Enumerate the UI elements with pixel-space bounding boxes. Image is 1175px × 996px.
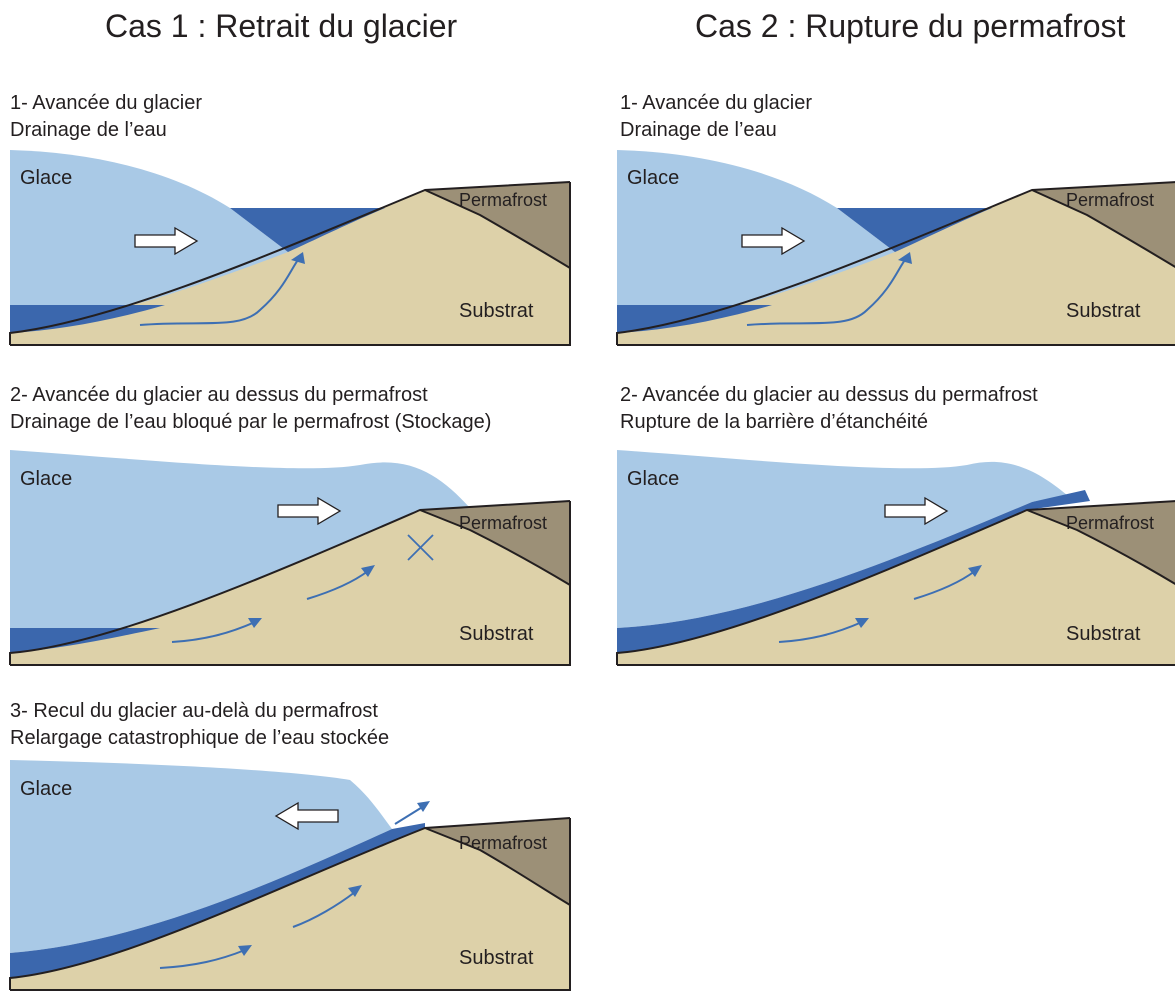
case1-step2-line1: 2- Avancée du glacier au dessus du perma… — [10, 384, 428, 406]
permafrost-layer — [420, 501, 570, 585]
advance-arrow — [884, 496, 949, 526]
ice-mass — [10, 450, 470, 653]
meltwater-release — [10, 823, 425, 978]
outline — [9, 181, 571, 346]
case2-step1-caption: 1- Avancée du glacier Drainage de l’eau — [620, 90, 812, 144]
ice-mass — [10, 150, 288, 305]
substrate-layer — [617, 510, 1175, 665]
ice-label: Glace — [627, 167, 679, 189]
case1-step3-caption: 3- Recul du glacier au-delà du permafros… — [10, 698, 389, 752]
substrate-label: Substrat — [459, 947, 534, 969]
outline — [616, 181, 1175, 346]
groundwater-flow-arrow — [746, 256, 908, 326]
case1-step3-line1: 3- Recul du glacier au-delà du permafros… — [10, 700, 378, 722]
substrate-layer — [10, 510, 570, 665]
case1-step2-line2: Drainage de l’eau bloqué par le permafro… — [10, 411, 492, 433]
case2-step2-diagram: Glace Permafrost Substrat — [616, 450, 1175, 666]
case2-step1-line1: 1- Avancée du glacier — [620, 92, 812, 114]
case2-step1-diagram: Glace Permafrost Substrat — [616, 150, 1175, 346]
outline — [9, 500, 571, 666]
advance-arrow — [741, 226, 806, 256]
permafrost-layer — [425, 818, 570, 905]
retreat-arrow — [274, 801, 339, 831]
case1-step2-caption: 2- Avancée du glacier au dessus du perma… — [10, 382, 491, 436]
ice-mass — [617, 450, 1067, 628]
blocked-drainage-cross-icon — [407, 534, 434, 561]
ice-label: Glace — [20, 468, 72, 490]
substrate-layer — [10, 828, 570, 990]
permafrost-label: Permafrost — [459, 513, 547, 533]
case1-step3-diagram: Glace Permafrost Substrat — [9, 760, 571, 991]
groundwater-flow-arrows — [778, 565, 982, 643]
case1-title: Cas 1 : Retrait du glacier — [105, 8, 458, 44]
groundwater-flow-arrowhead — [291, 252, 305, 264]
case1-step1-caption: 1- Avancée du glacier Drainage de l’eau — [10, 90, 202, 144]
case1-step1-line2: Drainage de l’eau — [10, 119, 167, 141]
permafrost-layer — [1027, 501, 1175, 584]
permafrost-label: Permafrost — [1066, 513, 1154, 533]
outline — [616, 500, 1175, 666]
case2-step2-line1: 2- Avancée du glacier au dessus du perma… — [620, 384, 1038, 406]
groundwater-flow-arrows — [159, 885, 362, 969]
case1-step2-diagram: Glace Permafrost Substrat — [9, 450, 571, 666]
meltwater-lake — [230, 208, 385, 252]
water-release-arrow — [394, 801, 430, 825]
permafrost-label: Permafrost — [1066, 190, 1154, 210]
ice-label: Glace — [20, 778, 72, 800]
permafrost-label: Permafrost — [459, 190, 547, 210]
case2-step1-line2: Drainage de l’eau — [620, 119, 777, 141]
groundwater-flow-arrowhead — [898, 252, 912, 264]
outline — [9, 817, 571, 991]
groundwater-flow-arrow — [139, 256, 301, 326]
meltwater-lake — [837, 208, 992, 252]
meltwater-channel — [617, 490, 1090, 653]
case2-step2-line2: Rupture de la barrière d’étanchéité — [620, 411, 928, 433]
case2-title: Cas 2 : Rupture du permafrost — [695, 8, 1126, 44]
substrate-label: Substrat — [1066, 300, 1141, 322]
substrate-label: Substrat — [1066, 623, 1141, 645]
substrate-label: Substrat — [459, 300, 534, 322]
case1-step1-line1: 1- Avancée du glacier — [10, 92, 202, 114]
substrate-label: Substrat — [459, 623, 534, 645]
case1-step3-line2: Relargage catastrophique de l’eau stocké… — [10, 727, 390, 749]
case2-step2-caption: 2- Avancée du glacier au dessus du perma… — [620, 382, 1038, 436]
advance-arrow — [134, 226, 199, 256]
case1-step1-diagram: Glace Permafrost Substrat — [9, 150, 571, 346]
ice-label: Glace — [20, 167, 72, 189]
groundwater-flow-arrows — [171, 565, 375, 643]
advance-arrow — [277, 496, 342, 526]
ice-mass — [617, 150, 895, 305]
permafrost-label: Permafrost — [459, 833, 547, 853]
ice-label: Glace — [627, 468, 679, 490]
